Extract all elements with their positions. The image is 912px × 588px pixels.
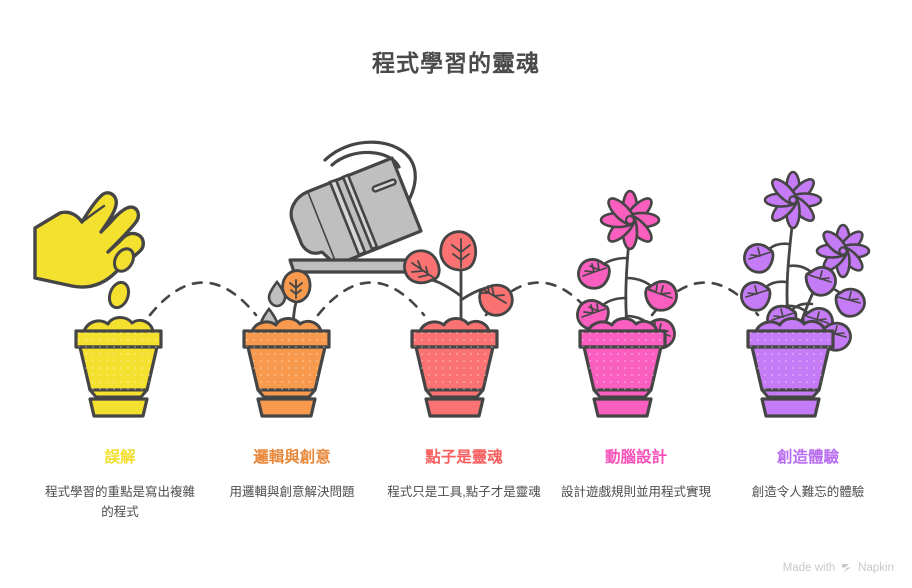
connector-arc-1 — [148, 281, 258, 317]
plant-5 — [740, 170, 871, 352]
stage-description-1: 程式學習的重點是寫出複雜的程式 — [44, 485, 195, 519]
leaf-4a — [577, 258, 611, 290]
pot-2 — [242, 329, 331, 418]
leaf-4b — [644, 280, 678, 312]
stage-column-4: 動腦設計 設計遊戲規則並用程式實現 — [552, 448, 720, 522]
soil-mound-2 — [250, 317, 323, 334]
stage-title-3: 點子是靈魂 — [425, 449, 503, 466]
hand-icon — [33, 191, 145, 289]
soil-mound-3 — [418, 317, 491, 334]
watermark-made-with-label: Made with — [782, 561, 836, 574]
napkin-watermark: Made with Napkin — [783, 561, 894, 574]
stage-description-4: 設計遊戲規則並用程式實現 — [560, 485, 711, 499]
watering-can-icon — [288, 140, 423, 274]
leaf-5a — [743, 243, 775, 274]
seed-in-hand — [113, 247, 135, 273]
stage-title-2: 邏輯與創意 — [253, 449, 331, 466]
connector-arc-2 — [316, 281, 426, 317]
flower-5a — [763, 170, 823, 230]
illustration-scene — [0, 100, 912, 430]
stage-labels: 誤解 程式學習的重點是寫出複雜的程式 邏輯與創意 用邏輯與創意解決問題 點子是靈… — [0, 448, 912, 522]
leaf-5b — [804, 266, 837, 297]
stage-column-3: 點子是靈魂 程式只是工具,點子才是靈魂 — [380, 448, 548, 522]
pot-5 — [746, 329, 835, 418]
stage-column-2: 邏輯與創意 用邏輯與創意解決問題 — [208, 448, 376, 522]
stage-description-5: 創造令人難忘的體驗 — [751, 485, 865, 499]
leaf-5c — [740, 281, 772, 312]
flower-4 — [599, 189, 661, 251]
napkin-logo-icon — [840, 561, 853, 574]
soil-mound-4 — [586, 317, 659, 334]
illustration-stage-4 — [576, 189, 678, 418]
plant-3 — [403, 230, 514, 334]
pot-4 — [578, 329, 667, 418]
plant-4 — [576, 189, 678, 350]
stage-column-5: 創造體驗 創造令人難忘的體驗 — [724, 448, 892, 522]
page-title: 程式學習的靈魂 — [372, 50, 540, 76]
stage-title-5: 創造體驗 — [776, 449, 839, 466]
seed-falling-1 — [107, 280, 131, 310]
stage-title-1: 誤解 — [104, 449, 136, 466]
illustration-stage-2 — [242, 140, 423, 418]
watermark-brand-label: Napkin — [858, 561, 894, 574]
stage-description-3: 程式只是工具,點子才是靈魂 — [387, 485, 541, 499]
pot-3 — [410, 329, 499, 418]
pot-1 — [74, 329, 163, 418]
soil-mound-1 — [82, 316, 155, 334]
stage-description-2: 用邏輯與創意解決問題 — [229, 485, 355, 499]
stage-column-1: 誤解 程式學習的重點是寫出複雜的程式 — [36, 448, 204, 522]
illustration-stage-1 — [33, 191, 163, 418]
stage-title-4: 動腦設計 — [604, 449, 667, 466]
soil-mound-5 — [754, 317, 827, 334]
illustration-stage-5 — [740, 170, 871, 418]
leaf-5e — [834, 287, 866, 318]
flower-5b — [815, 223, 871, 279]
illustration-stage-3 — [403, 230, 514, 418]
